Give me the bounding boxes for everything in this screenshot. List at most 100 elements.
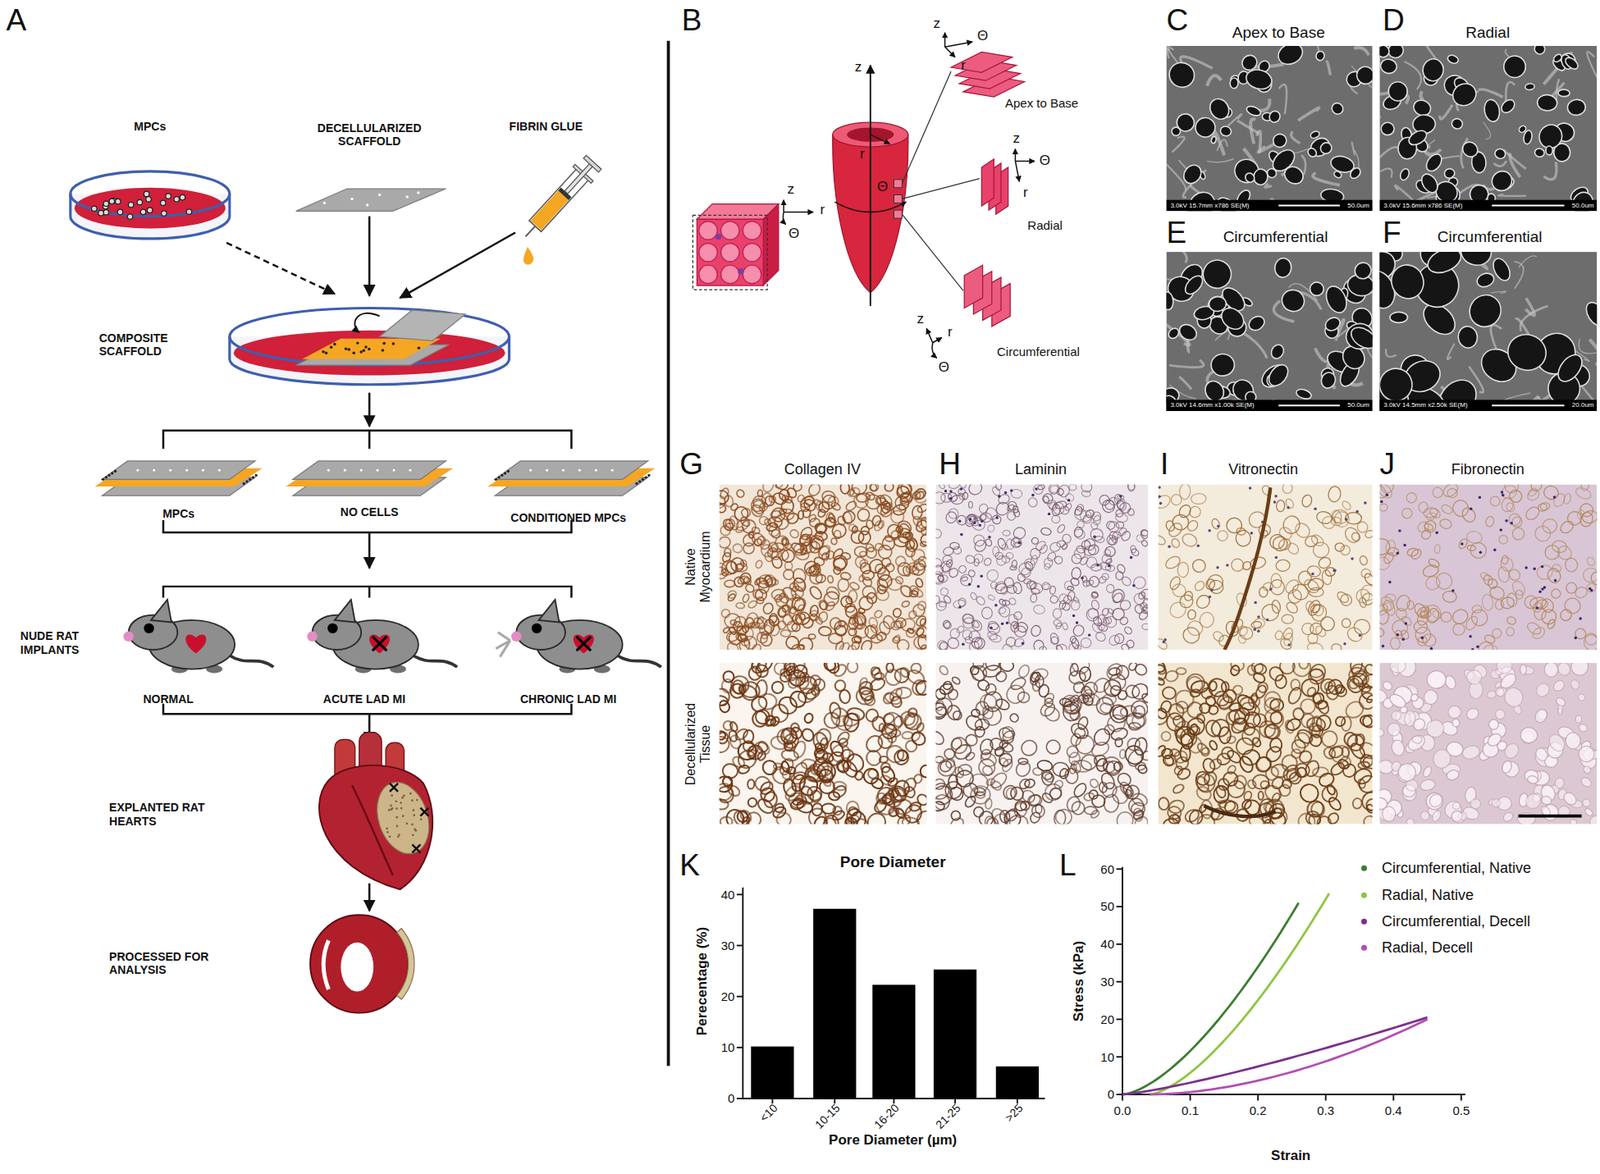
chart-title: Pore Diameter — [840, 853, 947, 872]
axis-tick: 50 — [1100, 900, 1115, 915]
legend-row: Radial, Decell — [1361, 939, 1473, 957]
legend-row: Circumferential, Decell — [1361, 913, 1531, 931]
axis-title: Pore Diameter (µm) — [828, 1133, 957, 1150]
legend-swatch — [1361, 918, 1367, 924]
axis-symbol: r — [960, 57, 966, 74]
axis-symbol: z — [854, 59, 863, 76]
row-label: Decellularized Tissue — [682, 690, 714, 798]
axis-tick: 40 — [1100, 937, 1115, 952]
axis-symbol: r — [820, 201, 826, 219]
axis-symbol: r — [947, 324, 953, 342]
bracket — [163, 520, 572, 533]
cube-element — [696, 204, 778, 286]
scale-label: 50.0um — [1572, 201, 1595, 210]
axis-tick: 0.4 — [1385, 1104, 1403, 1119]
panel-title: Radial — [1465, 23, 1510, 42]
stain-title: Vitronectin — [1228, 461, 1299, 479]
bracket — [163, 430, 572, 449]
arrow — [368, 532, 371, 569]
axis-tick: 0 — [727, 1092, 735, 1107]
explanted-heart — [319, 732, 438, 890]
panel-letter: E — [1165, 214, 1187, 251]
sem-image — [1165, 251, 1372, 412]
group-label: NORMAL — [142, 692, 193, 706]
step-label: COMPOSITE SCAFFOLD — [99, 331, 198, 358]
axis-title: Stress (kPa) — [1070, 941, 1088, 1022]
histology-image — [935, 484, 1148, 650]
legend-swatch — [1361, 865, 1367, 872]
axis-tick: 0.0 — [1114, 1104, 1132, 1119]
legend-text: Circumferential, Native — [1381, 859, 1532, 878]
panel-letter: B — [681, 3, 703, 39]
fiber-circles — [699, 221, 762, 284]
axis-triad — [926, 32, 1035, 359]
group-label: NO CELLS — [340, 505, 399, 519]
axis-tick: 0.3 — [1316, 1104, 1335, 1119]
cell-dots — [321, 341, 421, 355]
heart-cylinder — [832, 65, 980, 307]
histology-image — [1379, 484, 1597, 650]
histology-image — [719, 662, 927, 824]
axis-tick: <10 — [757, 1101, 781, 1125]
axis-tick: 20 — [721, 989, 736, 1004]
axis-tick: 20 — [1100, 1012, 1115, 1027]
cell-dots — [91, 191, 192, 220]
legend-swatch — [1361, 945, 1367, 951]
axis-tick: 10 — [1100, 1050, 1115, 1065]
legend-text: Radial, Native — [1381, 886, 1474, 904]
arrow — [368, 883, 371, 912]
axis-symbol: z — [916, 310, 924, 328]
axis-symbol: r — [859, 146, 865, 163]
scaffold-sandwiches — [95, 461, 656, 496]
heart-cross-section — [310, 914, 415, 1013]
arrow — [368, 393, 371, 427]
stain-title: Fibronectin — [1451, 461, 1525, 479]
sem-info: 3.0kV 14.6mm x1.00k SE(M) — [1170, 402, 1254, 410]
sem-info: 3.0kV 14.5mm x2.50k SE(M) — [1383, 402, 1468, 410]
stain-title: Collagen IV — [784, 461, 861, 479]
suture-marks — [389, 783, 429, 854]
histology-image — [935, 662, 1148, 824]
axis-tick: 0.5 — [1452, 1104, 1470, 1119]
axis-tick: 0 — [1107, 1088, 1115, 1102]
panel-title: Apex to Base — [1232, 23, 1326, 42]
axis-symbol: Θ — [938, 359, 950, 376]
axis-tick: >25 — [1001, 1101, 1025, 1125]
panel-letter: A — [5, 3, 27, 39]
axis-tick: 0.2 — [1249, 1104, 1267, 1119]
axis-tick: 10-15 — [812, 1101, 843, 1132]
step-label: MPCs — [133, 119, 166, 133]
axis-symbol: Θ — [877, 178, 888, 196]
petri-dish — [70, 171, 230, 239]
panel-title: Circumferential — [1437, 228, 1543, 247]
bracket — [163, 586, 572, 599]
group-label: ACUTE LAD MI — [323, 692, 406, 706]
legend-text: Circumferential, Decell — [1381, 913, 1531, 931]
orientation-label: Circumferential — [996, 344, 1080, 359]
step-label: FIBRIN GLUE — [509, 119, 583, 133]
panel-letter: D — [1382, 3, 1405, 39]
bar-chart — [736, 887, 1046, 1105]
group-label: MPCs — [162, 506, 195, 520]
sem-image — [1165, 45, 1372, 211]
arrow — [400, 232, 517, 298]
step-label: NUDE RAT IMPLANTS — [20, 629, 96, 656]
sem-image — [1379, 251, 1597, 412]
panel-letter: G — [679, 447, 704, 483]
panel-letter: I — [1160, 447, 1169, 483]
panel-letter: C — [1165, 3, 1189, 39]
axis-tick: 60 — [1100, 862, 1115, 877]
panel-title: Circumferential — [1223, 228, 1329, 247]
patch-texture — [385, 792, 422, 838]
histology-image — [1158, 662, 1373, 824]
legend-text: Radial, Decell — [1381, 939, 1473, 957]
sem-image — [1379, 45, 1597, 211]
histology-image — [1379, 662, 1597, 824]
axis-tick: 10 — [721, 1041, 736, 1056]
scale-label: 20.0um — [1572, 402, 1595, 410]
syringe — [516, 154, 603, 246]
axis-symbol: Θ — [1039, 153, 1051, 170]
row-label: Native Myocardium — [682, 521, 714, 613]
axis-symbol: z — [932, 15, 941, 32]
step-label: DECELLULARIZED SCAFFOLD — [303, 121, 435, 148]
